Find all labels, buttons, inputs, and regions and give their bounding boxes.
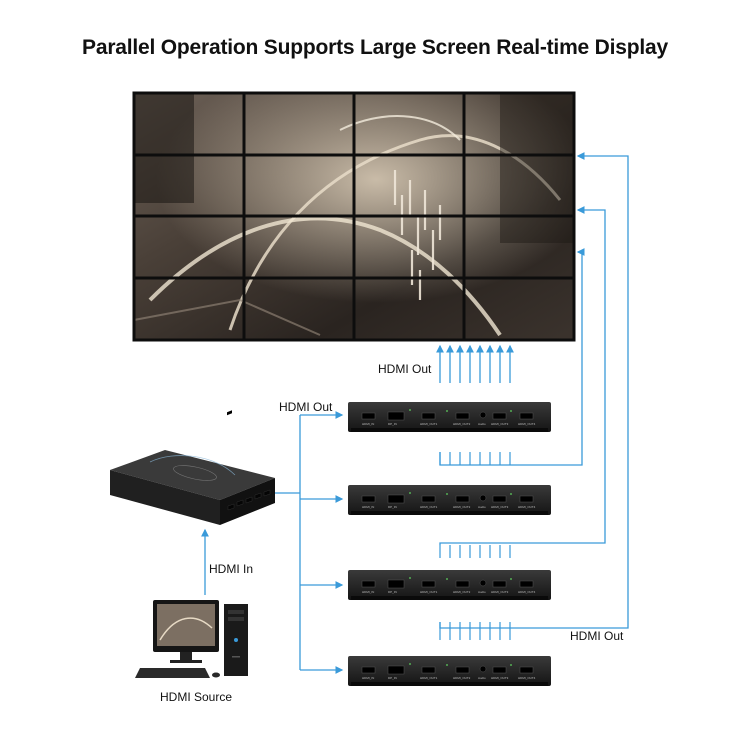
- svg-text:HDMI_OUT3: HDMI_OUT3: [491, 590, 509, 594]
- svg-text:HDMI_OUT1: HDMI_OUT1: [420, 590, 438, 594]
- svg-text:HDMI_OUT3: HDMI_OUT3: [491, 676, 509, 680]
- svg-text:HDMI_IN: HDMI_IN: [362, 590, 374, 594]
- svg-text:DP_IN: DP_IN: [388, 422, 397, 426]
- hdmi-source-pc: [135, 600, 248, 678]
- svg-text:HDMI_IN: HDMI_IN: [362, 505, 374, 509]
- svg-text:DP_IN: DP_IN: [388, 590, 397, 594]
- svg-text:Audio: Audio: [478, 422, 486, 426]
- svg-text:Audio: Audio: [478, 505, 486, 509]
- hdmi-source-label: HDMI Source: [160, 690, 233, 704]
- svg-text:HDMI_OUT4: HDMI_OUT4: [518, 676, 536, 680]
- svg-text:HDMI_OUT1: HDMI_OUT1: [420, 422, 438, 426]
- svg-text:HDMI_OUT4: HDMI_OUT4: [518, 422, 536, 426]
- distribution-cables: [201, 411, 344, 674]
- svg-text:HDMI_OUT2: HDMI_OUT2: [453, 422, 471, 426]
- cable-combs: [439, 452, 511, 640]
- svg-text:HDMI_OUT4: HDMI_OUT4: [518, 590, 536, 594]
- hdmi-out-top-label: HDMI Out: [378, 362, 432, 376]
- svg-text:HDMI_OUT1: HDMI_OUT1: [420, 676, 438, 680]
- svg-text:HDMI_OUT3: HDMI_OUT3: [491, 422, 509, 426]
- svg-text:Audio: Audio: [478, 590, 486, 594]
- svg-text:HDMI_OUT2: HDMI_OUT2: [453, 505, 471, 509]
- splitter-device: HDMI_IN DP_IN HDMI_OUT1 HDMI_OUT2 Audio HDMI_…: [348, 485, 551, 515]
- svg-text:HDMI_OUT2: HDMI_OUT2: [453, 590, 471, 594]
- splitter-device: HDMI_IN DP_IN HDMI_OUT1 HDMI_OUT2 Audio HDMI_…: [348, 570, 551, 600]
- hdmi-out-right-label: HDMI Out: [570, 629, 624, 643]
- page-title: Parallel Operation Supports Large Screen…: [82, 36, 668, 59]
- svg-text:Audio: Audio: [478, 676, 486, 680]
- hdmi-out-arrows: [436, 344, 514, 383]
- svg-text:HDMI_OUT3: HDMI_OUT3: [491, 505, 509, 509]
- svg-text:HDMI_OUT2: HDMI_OUT2: [453, 676, 471, 680]
- splitter-device: HDMI_IN DP_IN HDMI_OUT1 HDMI_OUT2 Audio HDMI_…: [348, 402, 551, 432]
- svg-text:DP_IN: DP_IN: [388, 505, 397, 509]
- video-wall: [132, 91, 576, 342]
- hdmi-out-left-label: HDMI Out: [279, 400, 333, 414]
- svg-text:DP_IN: DP_IN: [388, 676, 397, 680]
- svg-text:HDMI_IN: HDMI_IN: [362, 676, 374, 680]
- svg-text:HDMI_IN: HDMI_IN: [362, 422, 374, 426]
- hdmi-in-label: HDMI In: [209, 562, 254, 576]
- svg-text:HDMI_OUT1: HDMI_OUT1: [420, 505, 438, 509]
- splitter-device: HDMI_IN DP_IN HDMI_OUT1 HDMI_OUT2 Audio HDMI_…: [348, 656, 551, 686]
- main-splitter: [110, 410, 275, 525]
- svg-text:HDMI_OUT4: HDMI_OUT4: [518, 505, 536, 509]
